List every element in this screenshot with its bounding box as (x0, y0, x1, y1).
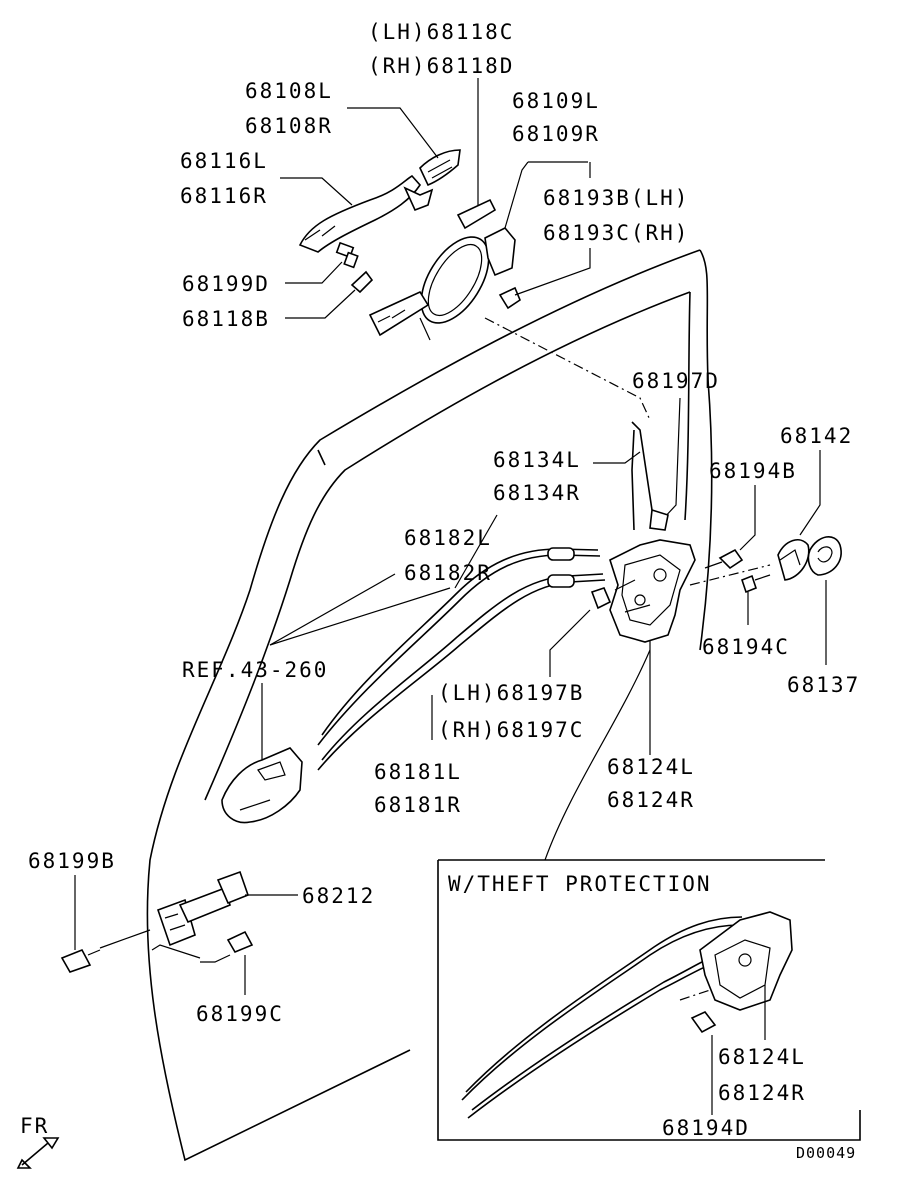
label-68124r: 68124R (607, 788, 695, 812)
front-direction-arrow (16, 1137, 60, 1169)
label-inset-68124r: 68124R (718, 1081, 806, 1105)
door-outline (146, 249, 713, 1162)
label-68193b: 68193B(LH) (543, 186, 689, 210)
label-68197c: (RH)68197C (438, 718, 584, 742)
inside-handle-ref (221, 683, 303, 824)
lock-rod (593, 397, 681, 531)
label-68199b: 68199B (28, 849, 116, 873)
label-68197b: (LH)68197B (438, 681, 584, 705)
handle-gasket (456, 198, 497, 230)
door-striker (777, 450, 842, 665)
door-check (151, 870, 298, 963)
theft-protection-inset (437, 649, 861, 1141)
label-68194b: 68194B (709, 459, 797, 483)
handle-cover (419, 149, 461, 187)
label-68109l: 68109L (512, 89, 600, 113)
label-68182l: 68182L (404, 526, 492, 550)
label-inset-title: W/THEFT PROTECTION (448, 872, 712, 896)
label-68212: 68212 (302, 884, 375, 908)
label-68182r: 68182R (404, 561, 492, 585)
label-68134l: 68134L (493, 448, 581, 472)
leader-lines-top (280, 78, 651, 421)
label-68109r: 68109R (512, 122, 600, 146)
label-68199c: 68199C (196, 1002, 284, 1026)
label-68108r: 68108R (245, 114, 333, 138)
label-68181r: 68181R (374, 793, 462, 817)
outside-door-handle (298, 174, 434, 253)
label-68181l: 68181L (374, 760, 462, 784)
latch-screws (549, 485, 771, 677)
label-68116l: 68116L (180, 149, 268, 173)
label-68137: 68137 (787, 673, 860, 697)
label-68116r: 68116R (180, 184, 268, 208)
label-68118b: 68118B (182, 307, 270, 331)
small-fasteners-top (335, 241, 521, 310)
label-68124l: 68124L (607, 755, 695, 779)
lock-cables (269, 514, 606, 771)
label-68118c: (LH)68118C (368, 20, 514, 44)
door-latch (609, 539, 696, 755)
diagram-code: D00049 (796, 1144, 856, 1162)
label-fr: FR (20, 1114, 49, 1138)
part-labels: (LH)68118C (RH)68118D 68108L 68108R 6810… (20, 20, 860, 1162)
label-68108l: 68108L (245, 79, 333, 103)
label-68199d: 68199D (182, 272, 270, 296)
door-check-bolts (60, 875, 254, 995)
label-ref-43-260: REF.43-260 (182, 658, 328, 682)
label-68194c: 68194C (702, 635, 790, 659)
label-68197d: 68197D (632, 369, 720, 393)
label-68142: 68142 (780, 424, 853, 448)
label-68134r: 68134R (493, 481, 581, 505)
label-inset-68194d: 68194D (662, 1116, 750, 1140)
label-68193c: 68193C(RH) (543, 221, 689, 245)
handle-frame (368, 227, 516, 341)
label-68118d: (RH)68118D (368, 54, 514, 78)
label-inset-68124l: 68124L (718, 1045, 806, 1069)
